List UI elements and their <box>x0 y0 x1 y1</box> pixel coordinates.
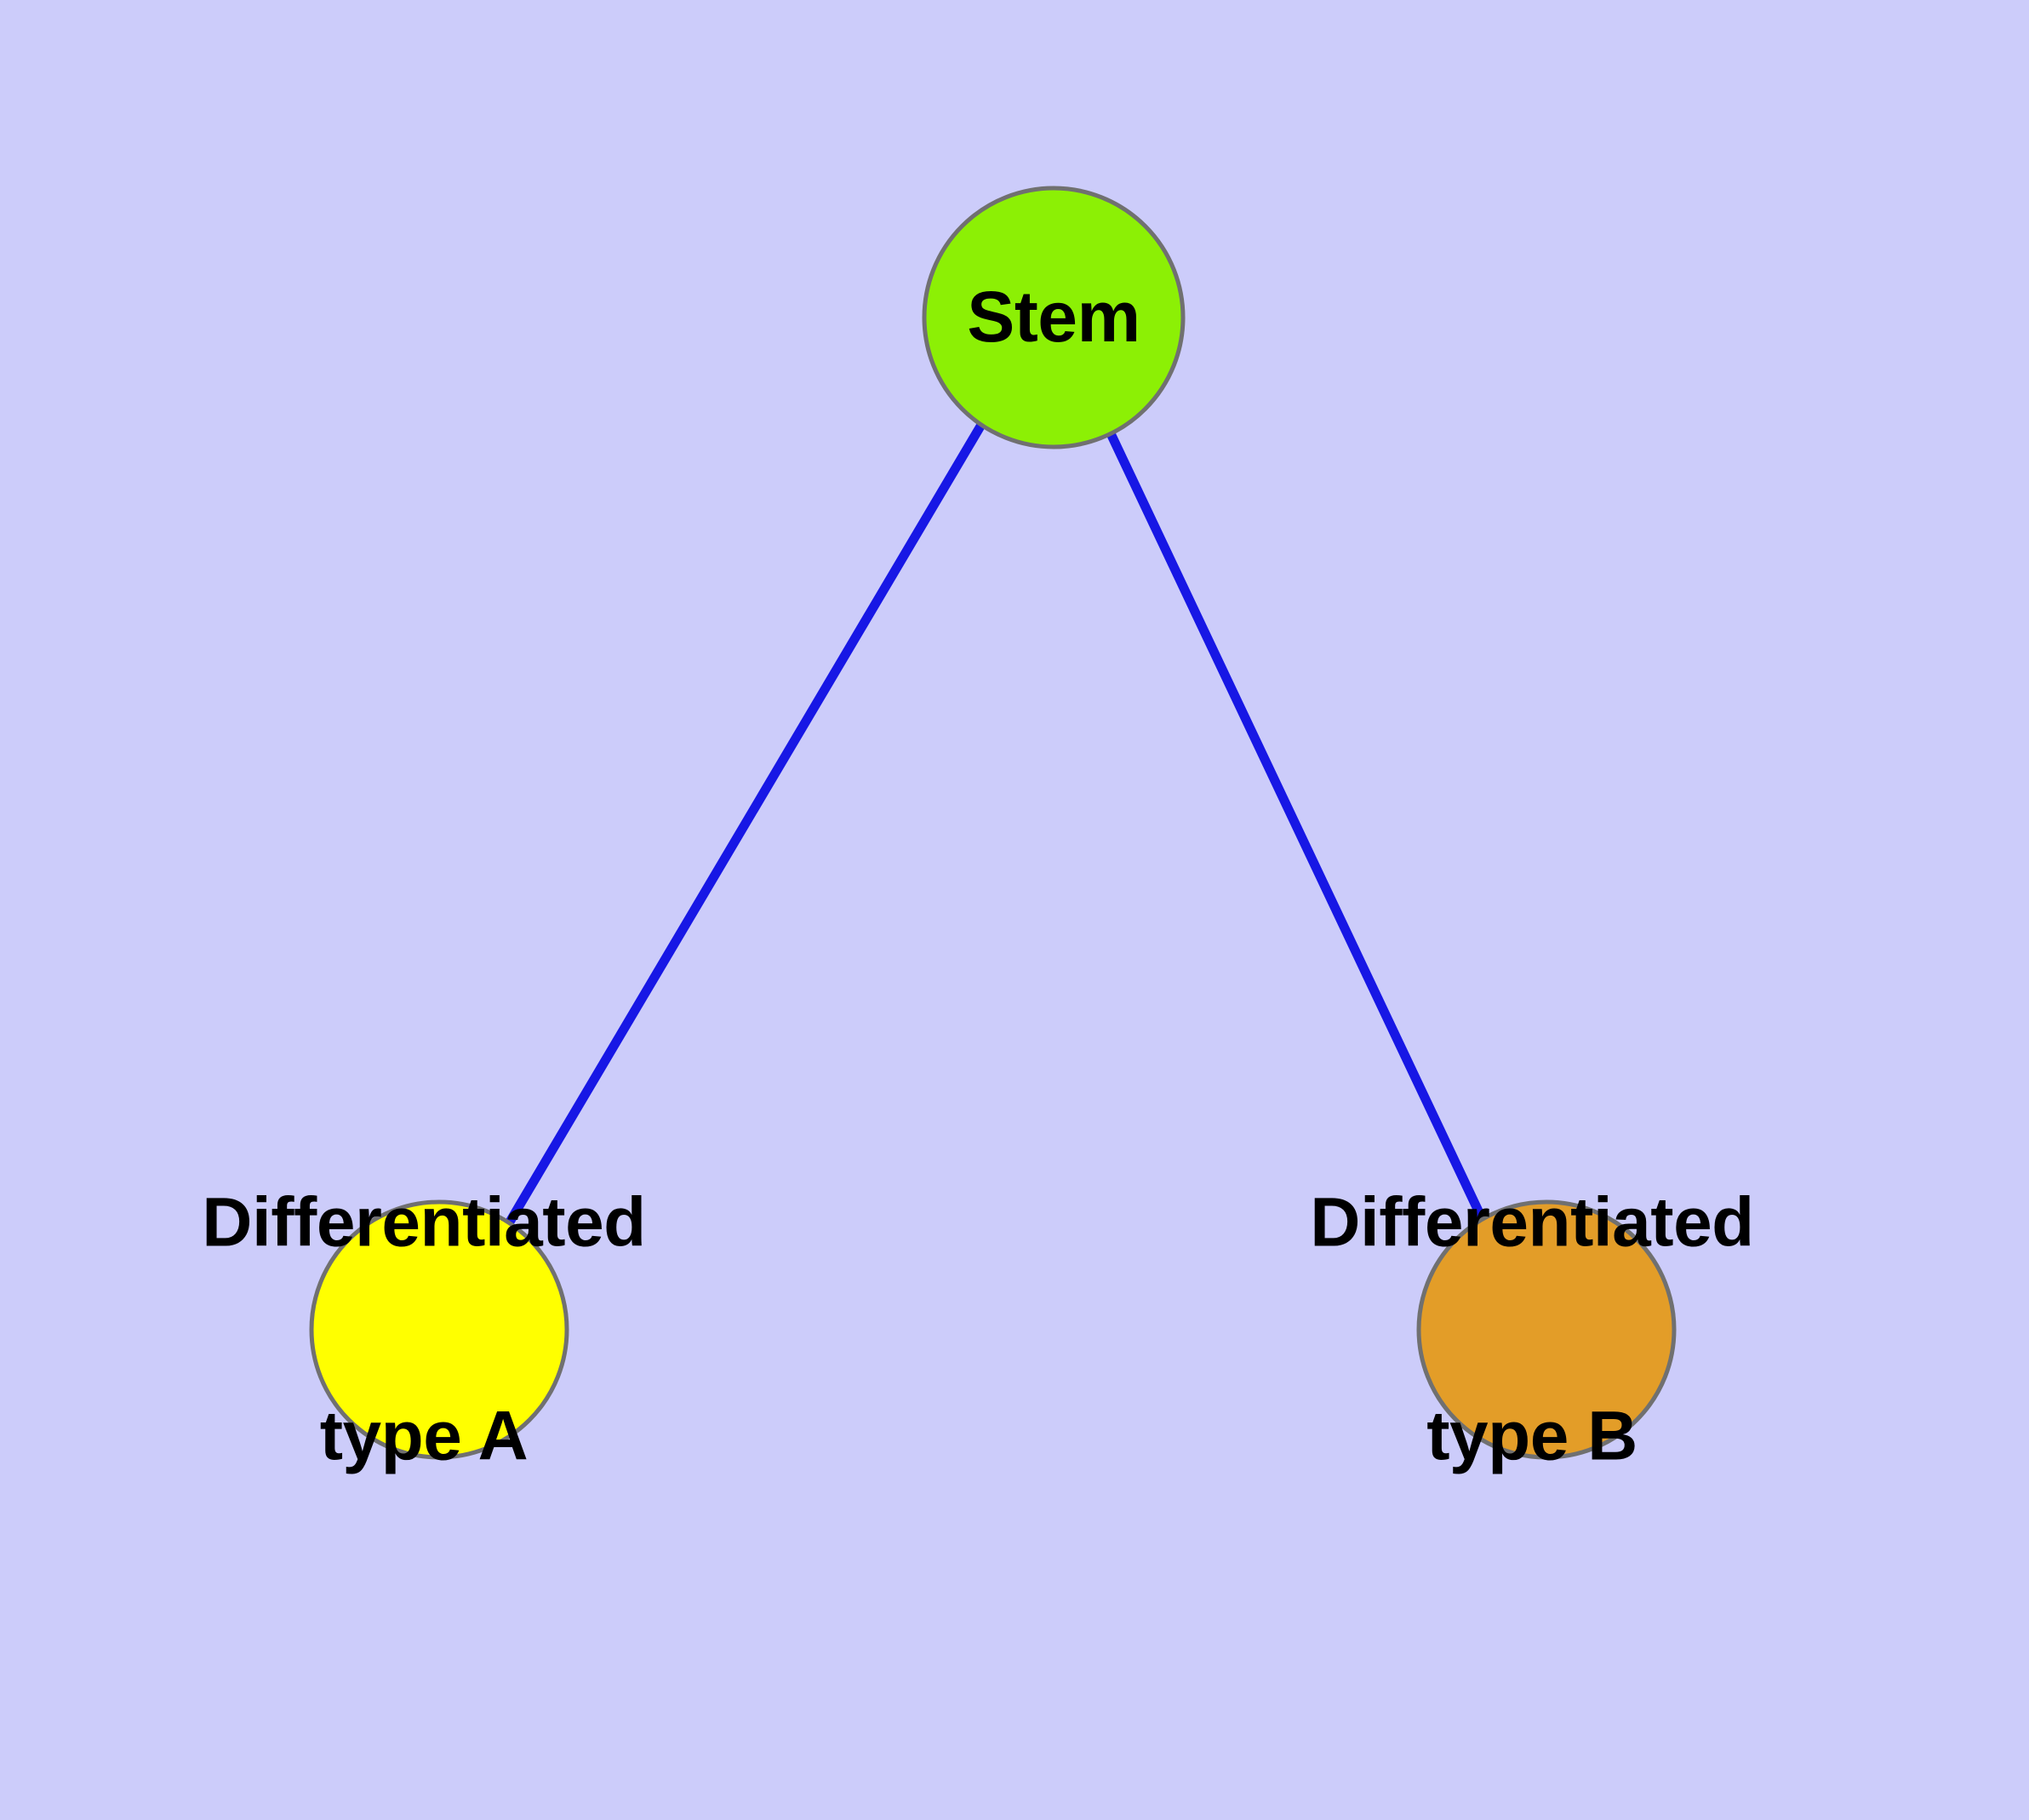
node-stem[interactable] <box>922 186 1186 449</box>
edge-stem-to-diff-a[interactable] <box>505 422 986 1226</box>
edge-layer <box>505 422 1487 1226</box>
edge-stem-to-diff-b[interactable] <box>1105 427 1487 1222</box>
node-diff-a[interactable] <box>309 1199 569 1460</box>
node-layer <box>309 186 1677 1460</box>
node-diff-b[interactable] <box>1416 1199 1677 1460</box>
